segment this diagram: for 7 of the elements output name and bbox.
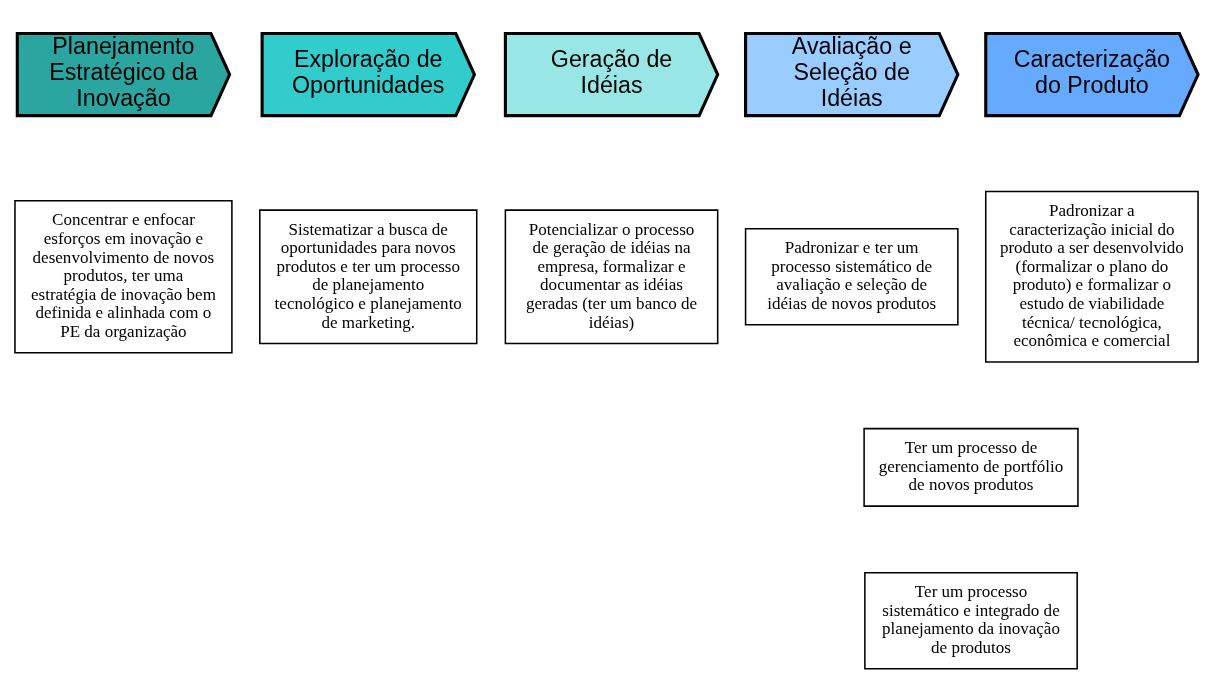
node-box: Padronizar a caracterização inicial do produto a ser desenvolvido (formalizar o plano do produto) e formalizar o estudo de viabilidade técnica/ tecnológica, econômica e comercial — [984, 190, 1199, 363]
node-box: Sistematizar a busca de oportunidades para novos produtos e ter um processo de planejamento tecnológico e planejamento de marketing. — [259, 209, 478, 345]
node-box: Concentrar e enfocar esforços em inovação e desenvolvimento de novos produtos, ter uma estratégia de inovação bem definida e alinhada com o PE da organização — [14, 200, 233, 354]
node-box: Ter um processo sistemático e integrado de planejamento da inovação de produtos — [864, 571, 1078, 670]
node-box: Ter um processo de gerenciamento de portfólio de novos produtos — [863, 427, 1079, 507]
node-box: Padronizar e ter um processo sistemático de avaliação e seleção de idéias de novos produtos — [744, 227, 959, 326]
node-box: Potencializar o processo de geração de idéias na empresa, formalizar e documentar as idéias geradas (ter um banco de idéias) — [504, 209, 719, 345]
